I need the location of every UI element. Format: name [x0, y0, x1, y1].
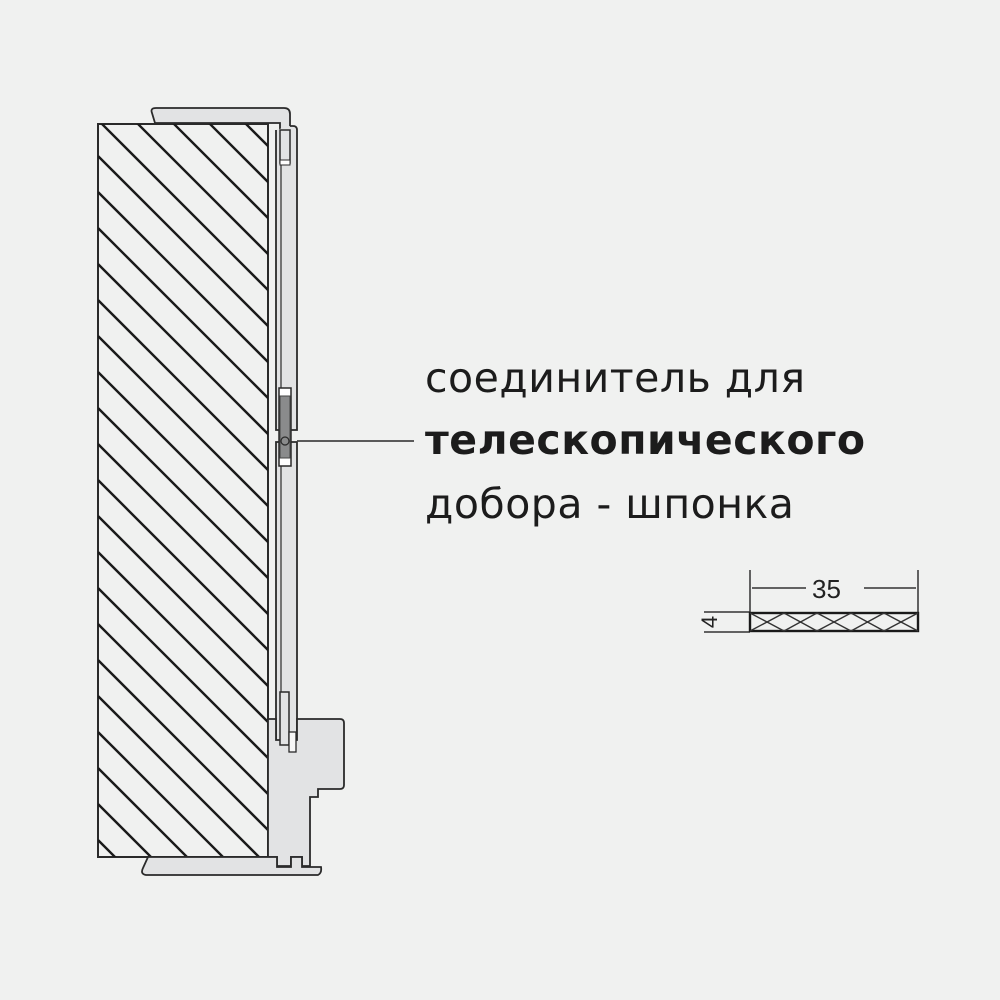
caption-line-1: соединитель для [425, 354, 806, 402]
dimension-width-label: 35 [812, 574, 841, 604]
caption-line-2: телескопического [425, 416, 866, 464]
wall-hatching [98, 124, 268, 857]
extension-board-upper [275, 125, 298, 431]
dimension-thickness-label: 4 [697, 615, 723, 629]
top-trim [150, 107, 291, 164]
tongue-dimension-drawing [704, 570, 920, 633]
tongue-connector [278, 387, 292, 467]
caption-line-3: добора - шпонка [425, 480, 795, 528]
bottom-trim [141, 856, 323, 876]
wall-section [97, 123, 269, 858]
